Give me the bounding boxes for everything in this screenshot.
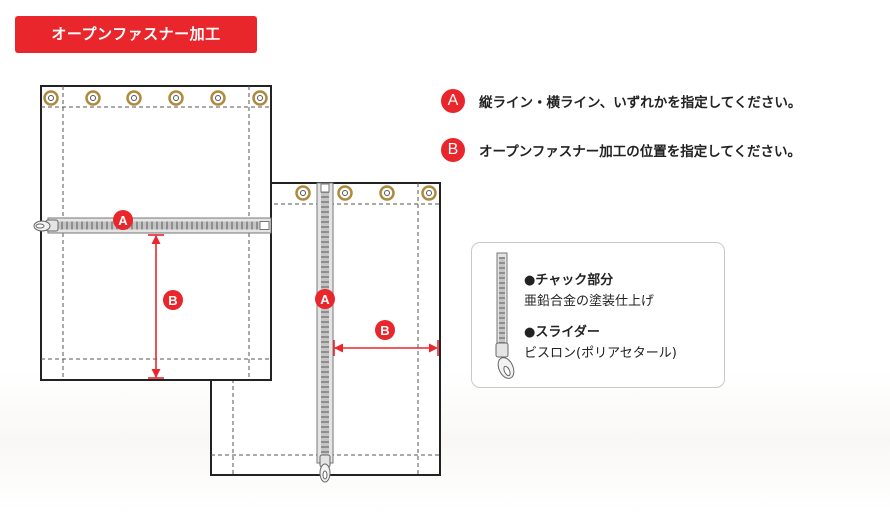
position-dimension-horizontal [333, 340, 439, 356]
grommet-icon [85, 90, 101, 106]
zipper-icon [47, 217, 272, 234]
grommet-row [295, 185, 437, 201]
grommet-icon [210, 90, 226, 106]
marker-a: A [113, 210, 133, 230]
legend-marker-b: B [441, 138, 465, 162]
grommet-icon [337, 185, 353, 201]
spec-box: ●チャック部分 亜鉛合金の塗装仕上げ ●スライダー ビスロン(ポリアセタール) [471, 242, 725, 388]
zipper-icon [495, 252, 515, 379]
legend-marker-a: A [441, 89, 465, 113]
grommet-icon [379, 185, 395, 201]
grommet-row [43, 90, 268, 106]
marker-b: B [375, 320, 395, 340]
legend-text-a: 縦ライン・横ライン、いずれかを指定してください。 [479, 95, 802, 111]
spec-slider-heading: ●スライダー [524, 325, 600, 340]
marker-b-label: B [168, 293, 177, 308]
spec-chain-heading: ●チャック部分 [524, 273, 614, 288]
zipper-pull-icon [33, 219, 59, 232]
marker-a-label: A [118, 213, 128, 228]
grommet-icon [421, 185, 437, 201]
grommet-icon [126, 90, 142, 106]
zipper-pull-icon [319, 454, 331, 483]
spec-chain-value: 亜鉛合金の塗装仕上げ [524, 294, 655, 309]
page-title: オープンファスナー加工 [15, 16, 257, 53]
grommet-icon [168, 90, 184, 106]
marker-a: A [315, 289, 335, 309]
grommet-icon [295, 185, 311, 201]
grommet-icon [252, 90, 268, 106]
marker-b: B [163, 290, 183, 310]
spec-slider-value: ビスロン(ポリアセタール) [524, 346, 677, 361]
legend-item-a: A 縦ライン・横ライン、いずれかを指定してください。 [441, 89, 801, 113]
marker-b-label: B [380, 323, 389, 338]
legend-text-b: オープンファスナー加工の位置を指定してください。 [479, 144, 801, 160]
marker-a-label: A [320, 292, 330, 307]
position-dimension-vertical [148, 234, 164, 379]
legend-item-b: B オープンファスナー加工の位置を指定してください。 [441, 138, 801, 162]
grommet-icon [43, 90, 59, 106]
zipper-icon [316, 182, 334, 464]
